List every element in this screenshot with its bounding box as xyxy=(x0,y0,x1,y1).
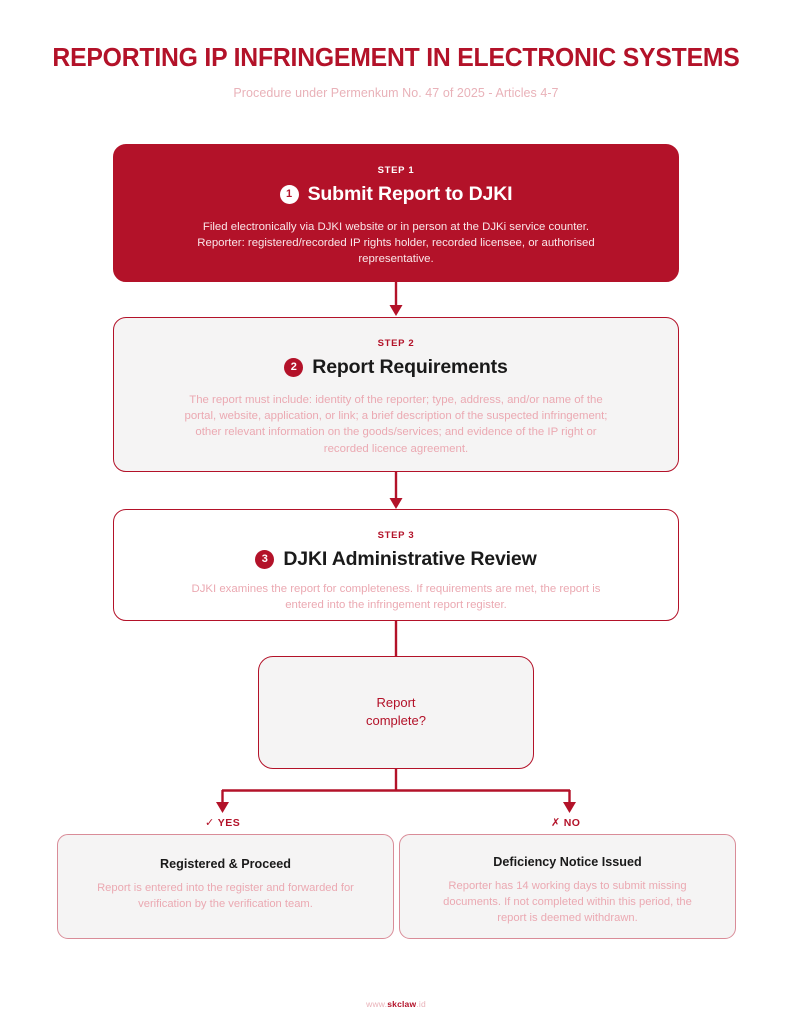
step-2-body: The report must include: identity of the… xyxy=(184,394,608,455)
decision-line-1: Report xyxy=(376,694,416,710)
outcome-1-body: Report is entered into the register and … xyxy=(97,882,354,911)
step-2-title: Report Requirements xyxy=(312,356,508,378)
step-3-body: DJKI examines the report for completenes… xyxy=(191,583,601,612)
decision-line-2: complete? xyxy=(366,713,426,729)
footer-website[interactable]: www.skclaw.id xyxy=(0,999,792,1009)
step-3-eyebrow: STEP 3 xyxy=(377,530,415,541)
page-title: REPORTING IP INFRINGEMENT IN ELECTRONIC … xyxy=(52,44,740,72)
branch-label-yes: ✓YES xyxy=(205,816,240,829)
step-2-number-badge: 2 xyxy=(284,358,304,377)
decision-label: Report complete? xyxy=(259,694,533,732)
step-3-title: DJKI Administrative Review xyxy=(283,548,537,570)
footer-suffix: .id xyxy=(416,999,426,1009)
decision-report-complete[interactable]: Report complete? xyxy=(258,656,534,769)
check-icon: ✓ xyxy=(205,817,215,829)
page-header: REPORTING IP INFRINGEMENT IN ELECTRONIC … xyxy=(0,44,792,100)
outcome-registered-proceed[interactable]: Registered & Proceed Report is entered i… xyxy=(57,834,394,939)
step-1-title: Submit Report to DJKI xyxy=(307,183,513,205)
step-1-eyebrow: STEP 1 xyxy=(377,165,415,176)
step-3-card[interactable]: STEP 3 3 DJKI Administrative Review DJKI… xyxy=(113,509,679,621)
step-1-body: Filed electronically via DJKI website or… xyxy=(197,221,595,266)
step-2-headline: 2 Report Requirements xyxy=(114,356,678,379)
step-3-number-badge: 3 xyxy=(255,550,275,569)
cross-icon: ✗ xyxy=(551,817,561,829)
step-1-number-badge: 1 xyxy=(279,185,299,204)
branch-no-text: NO xyxy=(563,817,581,829)
branch-yes-text: YES xyxy=(217,817,241,829)
page-subtitle: Procedure under Permenkum No. 47 of 2025… xyxy=(233,86,559,101)
step-3-headline: 3 DJKI Administrative Review xyxy=(114,548,678,571)
outcome-deficiency-notice[interactable]: Deficiency Notice Issued Reporter has 14… xyxy=(399,834,736,939)
outcome-1-title: Registered & Proceed xyxy=(160,857,291,871)
step-1-card[interactable]: STEP 1 1 Submit Report to DJKI Filed ele… xyxy=(113,144,679,282)
footer-prefix: www. xyxy=(366,999,388,1009)
outcome-2-title: Deficiency Notice Issued xyxy=(493,855,642,869)
step-1-headline: 1 Submit Report to DJKI xyxy=(114,183,678,206)
step-2-eyebrow: STEP 2 xyxy=(377,338,415,349)
footer-brand: skclaw xyxy=(387,999,417,1009)
step-2-card[interactable]: STEP 2 2 Report Requirements The report … xyxy=(113,317,679,472)
outcome-2-body: Reporter has 14 working days to submit m… xyxy=(443,880,692,925)
branch-label-no: ✗NO xyxy=(551,816,580,829)
